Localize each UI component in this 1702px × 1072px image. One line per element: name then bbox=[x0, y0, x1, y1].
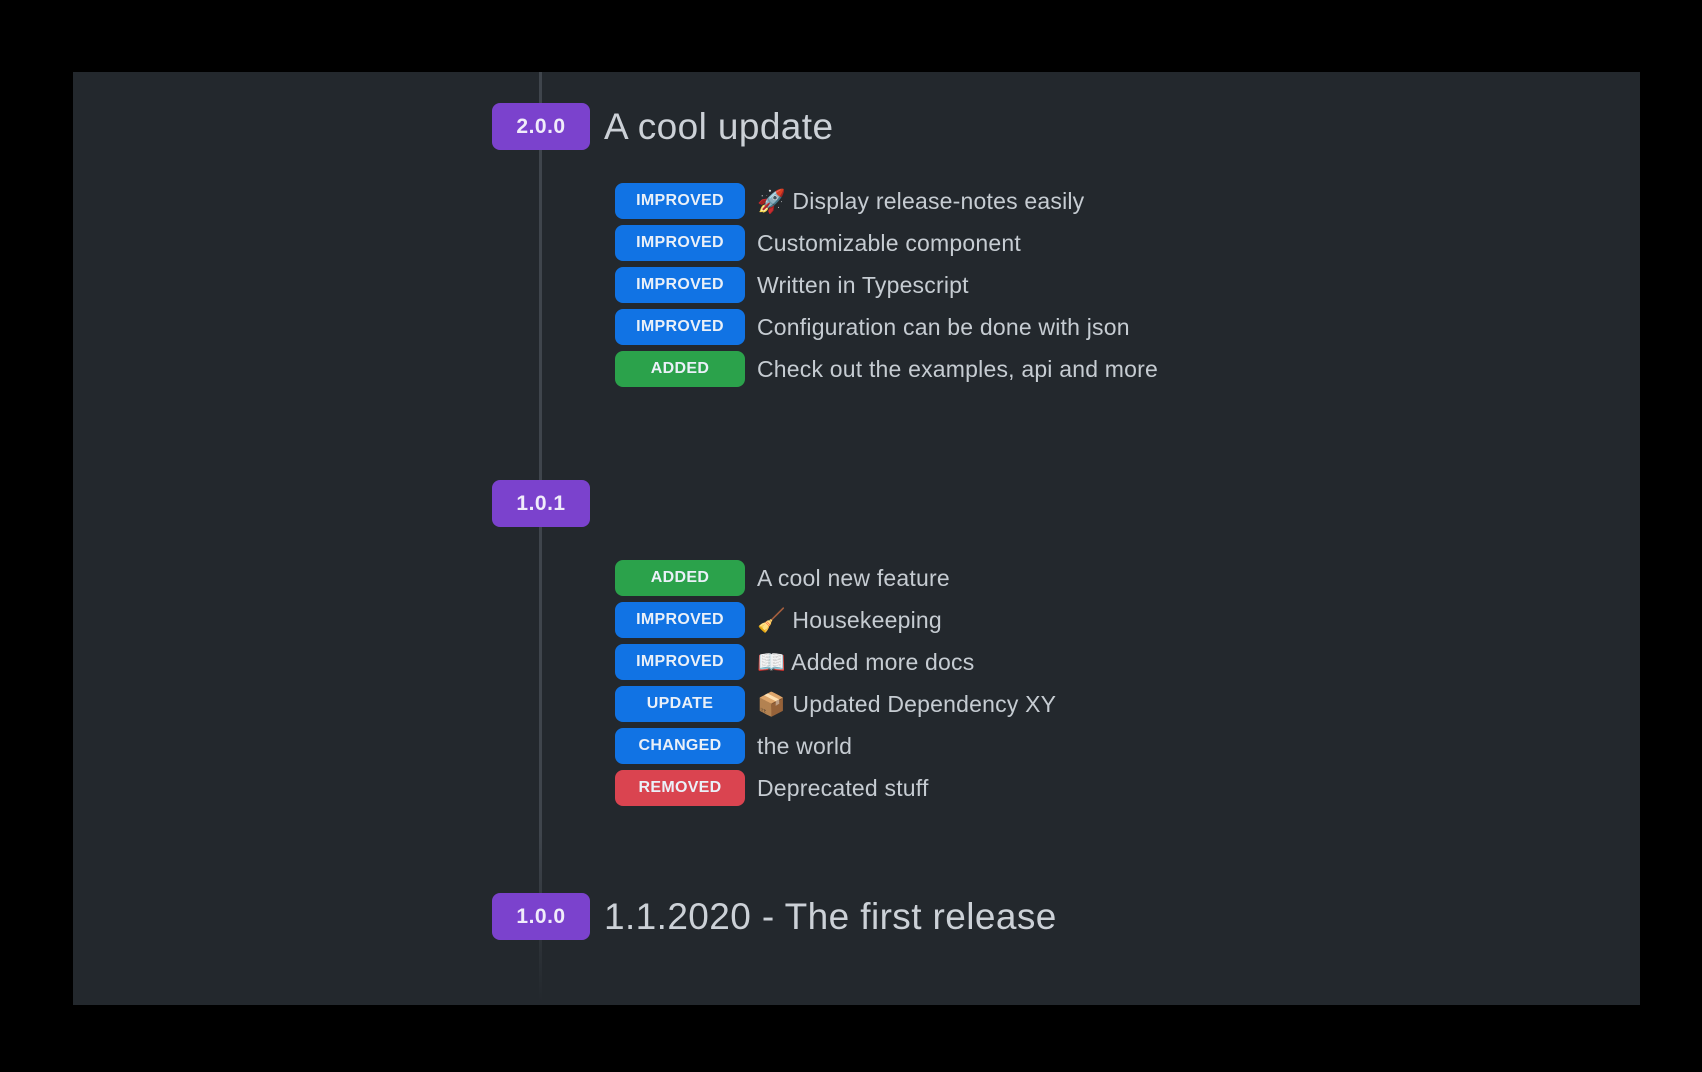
entry-text: Written in Typescript bbox=[757, 271, 969, 298]
entry-tag: IMPROVED bbox=[615, 644, 745, 680]
entry-tag: IMPROVED bbox=[615, 267, 745, 303]
release-header: 1.0.0 1.1.2020 - The first release bbox=[73, 893, 1640, 940]
release-block: 1.0.0 1.1.2020 - The first release bbox=[73, 893, 1640, 940]
release-entry: IMPROVED 🧹 Housekeeping bbox=[615, 602, 1640, 638]
entry-text: Check out the examples, api and more bbox=[757, 355, 1158, 382]
entry-text: A cool new feature bbox=[757, 564, 950, 591]
entry-tag: IMPROVED bbox=[615, 225, 745, 261]
entry-tag: CHANGED bbox=[615, 728, 745, 764]
entry-text: 📖 Added more docs bbox=[757, 648, 975, 675]
version-badge: 1.0.0 bbox=[492, 893, 590, 940]
release-entry: IMPROVED Customizable component bbox=[615, 225, 1640, 261]
version-badge: 2.0.0 bbox=[492, 103, 590, 150]
release-title: 1.1.2020 - The first release bbox=[604, 895, 1057, 937]
entry-tag: ADDED bbox=[615, 560, 745, 596]
release-entry: UPDATE 📦 Updated Dependency XY bbox=[615, 686, 1640, 722]
release-entry: ADDED Check out the examples, api and mo… bbox=[615, 351, 1640, 387]
version-badge: 1.0.1 bbox=[492, 480, 590, 527]
release-entries: ADDED A cool new feature IMPROVED 🧹 Hous… bbox=[615, 560, 1640, 806]
release-entry: IMPROVED 🚀 Display release-notes easily bbox=[615, 183, 1640, 219]
entry-text: 🧹 Housekeeping bbox=[757, 606, 942, 633]
entry-text: Configuration can be done with json bbox=[757, 313, 1130, 340]
entry-tag: REMOVED bbox=[615, 770, 745, 806]
release-entry: IMPROVED Written in Typescript bbox=[615, 267, 1640, 303]
release-entry: CHANGED the world bbox=[615, 728, 1640, 764]
entry-tag: UPDATE bbox=[615, 686, 745, 722]
entry-text: the world bbox=[757, 732, 853, 759]
entry-text: 🚀 Display release-notes easily bbox=[757, 187, 1085, 214]
release-notes-panel: 2.0.0 A cool update IMPROVED 🚀 Display r… bbox=[73, 72, 1640, 1005]
entry-tag: IMPROVED bbox=[615, 602, 745, 638]
entry-text: Customizable component bbox=[757, 229, 1021, 256]
release-entry: ADDED A cool new feature bbox=[615, 560, 1640, 596]
release-block: 1.0.1 ADDED A cool new feature IMPROVED … bbox=[73, 480, 1640, 812]
release-entry: REMOVED Deprecated stuff bbox=[615, 770, 1640, 806]
entry-text: 📦 Updated Dependency XY bbox=[757, 690, 1057, 717]
timeline-line bbox=[539, 72, 542, 1002]
release-header: 2.0.0 A cool update bbox=[73, 103, 1640, 150]
entry-tag: IMPROVED bbox=[615, 183, 745, 219]
release-entry: IMPROVED 📖 Added more docs bbox=[615, 644, 1640, 680]
release-block: 2.0.0 A cool update IMPROVED 🚀 Display r… bbox=[73, 103, 1640, 393]
release-header: 1.0.1 bbox=[73, 480, 1640, 527]
entry-text: Deprecated stuff bbox=[757, 774, 929, 801]
release-entries: IMPROVED 🚀 Display release-notes easily … bbox=[615, 183, 1640, 387]
release-title: A cool update bbox=[604, 105, 834, 147]
entry-tag: IMPROVED bbox=[615, 309, 745, 345]
release-entry: IMPROVED Configuration can be done with … bbox=[615, 309, 1640, 345]
entry-tag: ADDED bbox=[615, 351, 745, 387]
